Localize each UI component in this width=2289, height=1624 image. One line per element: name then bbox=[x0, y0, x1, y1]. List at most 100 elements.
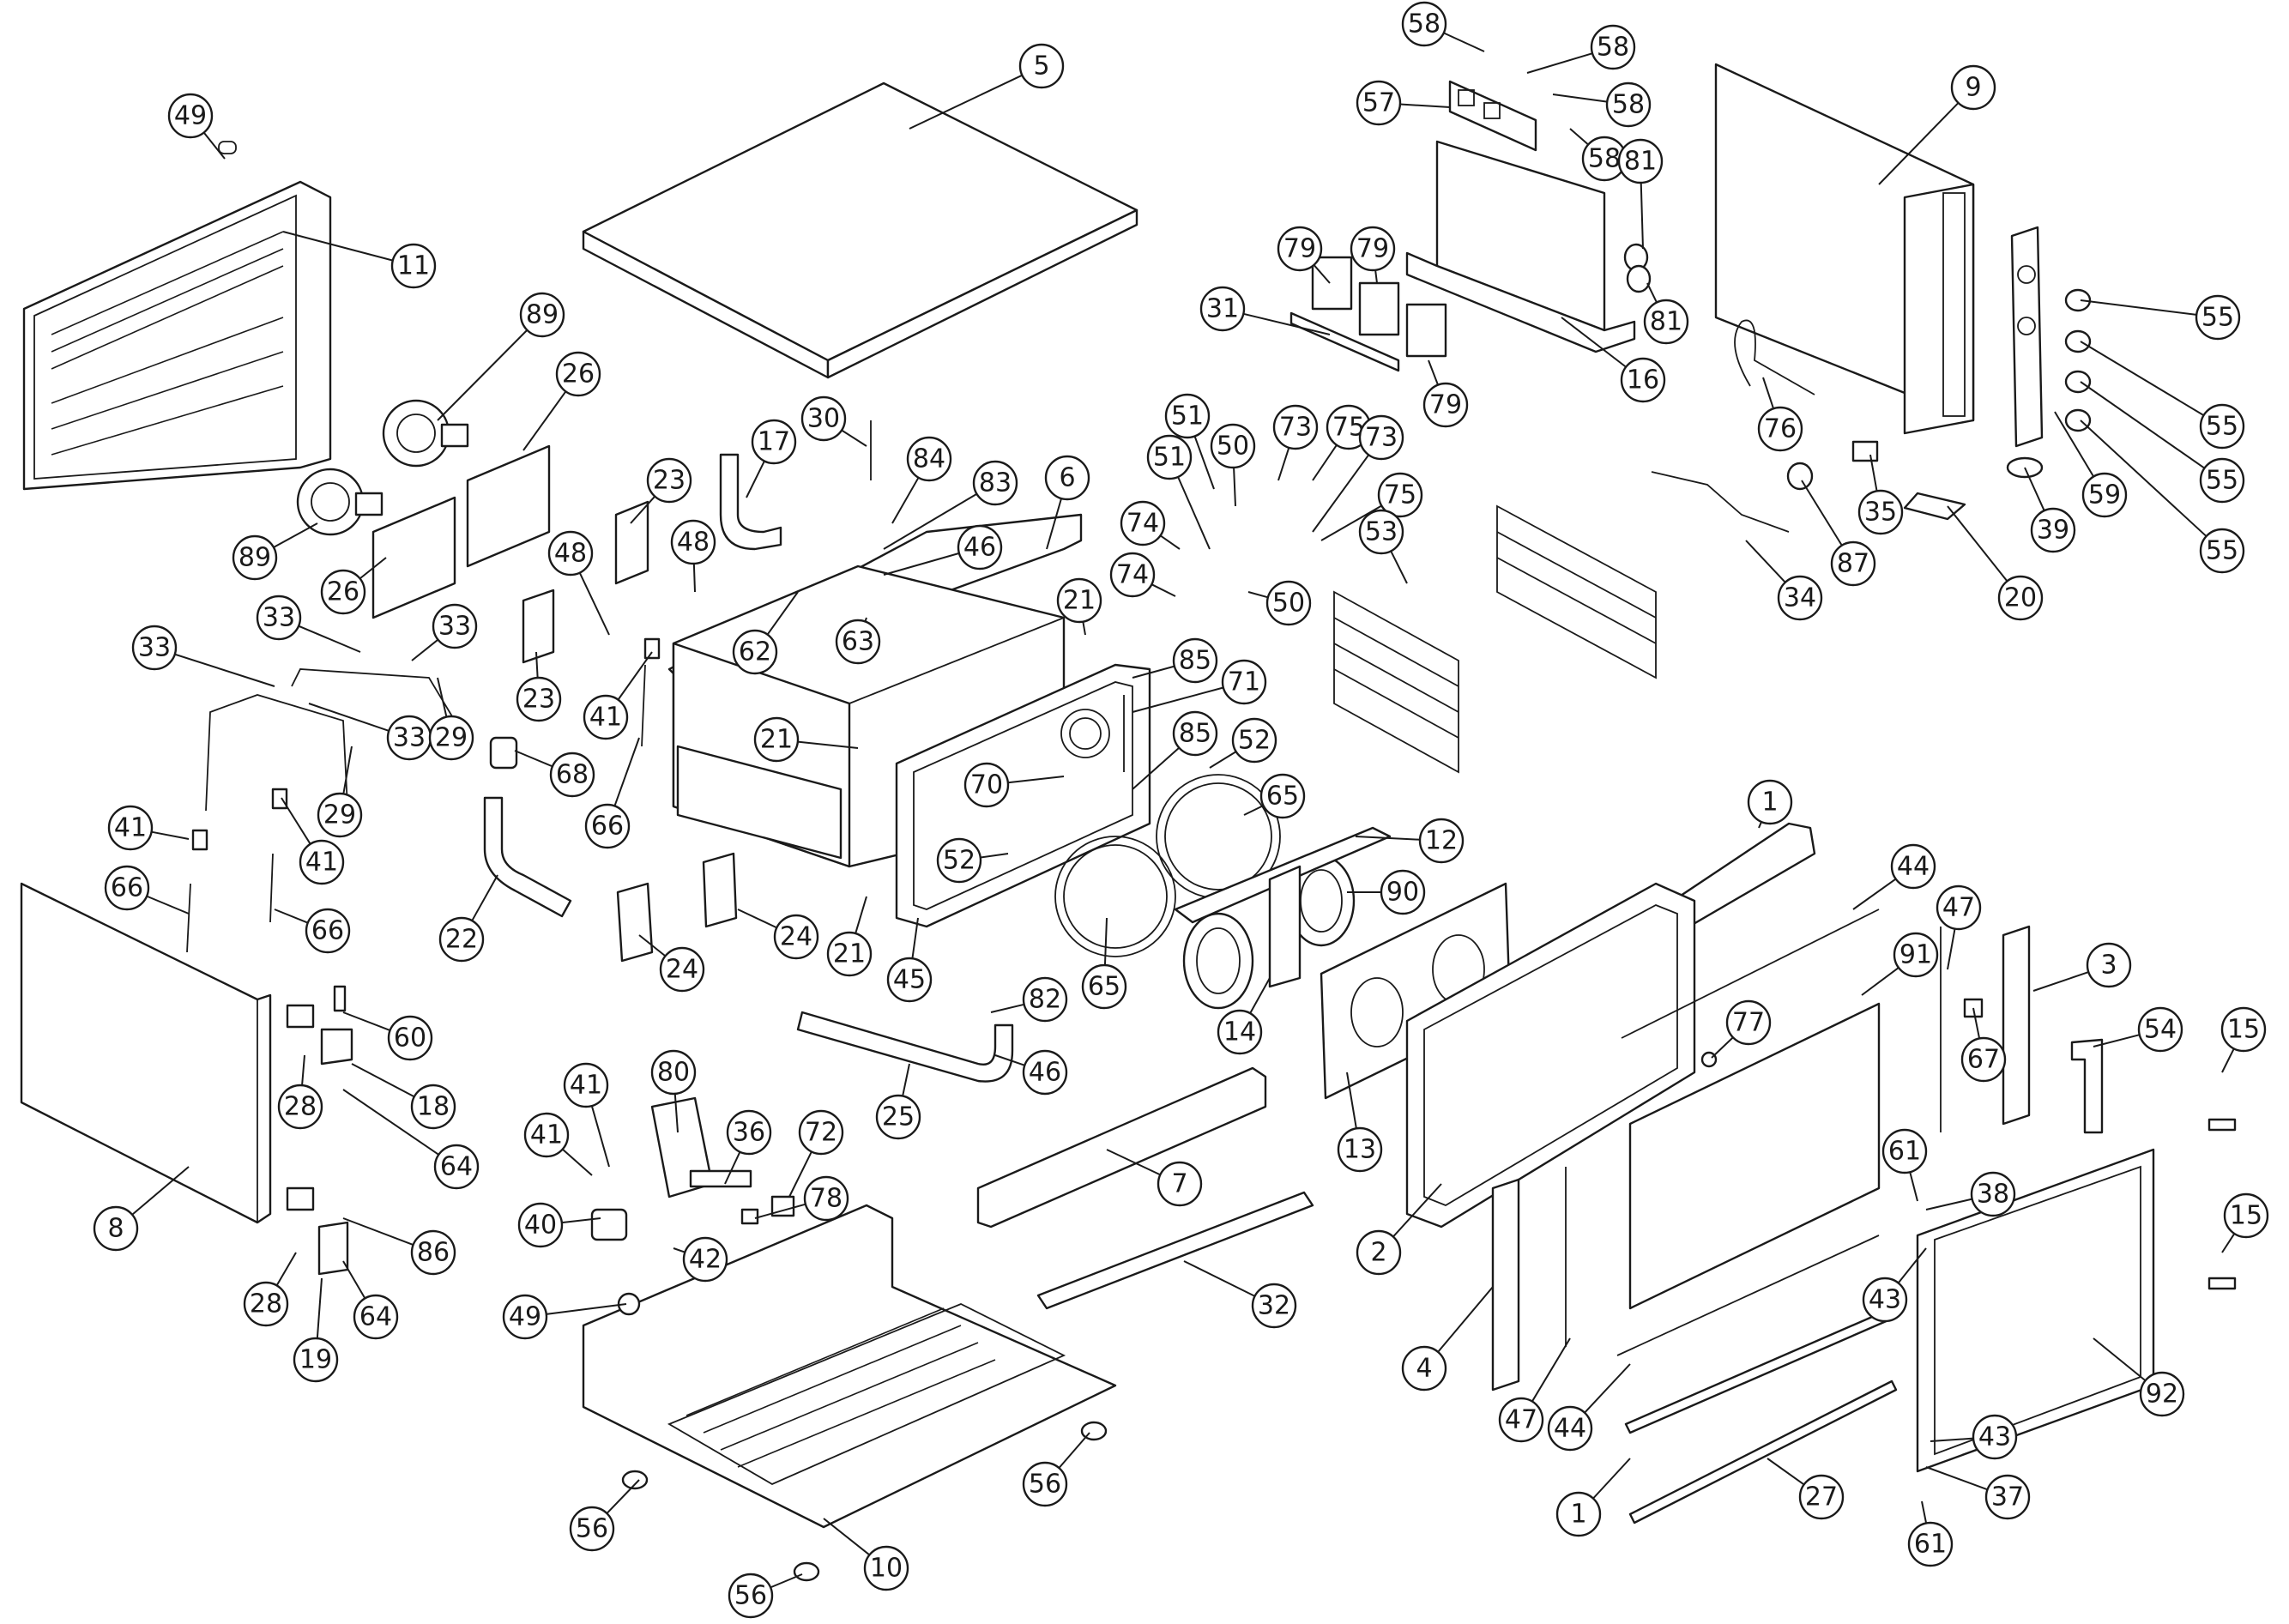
callout-circle bbox=[131, 625, 178, 671]
callout-23: 23 bbox=[646, 457, 692, 504]
callout-number: 56 bbox=[1029, 1470, 1061, 1500]
callout-58: 58 bbox=[1605, 82, 1652, 128]
callout-number: 55 bbox=[2206, 412, 2238, 442]
callout-circle bbox=[1422, 382, 1469, 428]
leader-line-15 bbox=[2221, 1233, 2236, 1253]
callout-58: 58 bbox=[1581, 136, 1628, 182]
callout-number: 51 bbox=[1153, 443, 1186, 473]
callout-46: 46 bbox=[1022, 1049, 1068, 1096]
leader-line-33 bbox=[411, 638, 439, 661]
callout-number: 18 bbox=[417, 1092, 450, 1122]
callout-circle bbox=[1272, 404, 1319, 450]
callout-circle bbox=[1830, 540, 1876, 587]
callout-number: 81 bbox=[1650, 307, 1682, 337]
leader-line-46 bbox=[994, 1054, 1025, 1066]
callout-7: 7 bbox=[1157, 1161, 1203, 1207]
callout-circle bbox=[167, 93, 214, 139]
leader-line-32 bbox=[1183, 1260, 1256, 1297]
callout-1: 1 bbox=[1747, 779, 1793, 825]
part-fitting-c bbox=[643, 637, 661, 660]
callout-circle bbox=[299, 839, 345, 885]
callout-number: 90 bbox=[1386, 878, 1419, 908]
part-din-rail bbox=[1289, 311, 1400, 372]
callout-26: 26 bbox=[320, 569, 366, 615]
callout-circle bbox=[563, 1062, 609, 1108]
callout-16: 16 bbox=[1620, 357, 1666, 403]
part-latch bbox=[1851, 440, 1879, 462]
part-hinge-pin-upper bbox=[2207, 1118, 2237, 1132]
callout-circle bbox=[1259, 773, 1306, 819]
leader-line-57 bbox=[1399, 103, 1451, 108]
part-switch bbox=[770, 1195, 795, 1217]
part-hinge-pin-lower bbox=[2207, 1277, 2237, 1290]
callout-number: 60 bbox=[394, 1023, 426, 1053]
callout-circle bbox=[256, 595, 302, 641]
part-cover-plate bbox=[1903, 492, 1966, 521]
callout-41: 41 bbox=[523, 1112, 570, 1158]
callout-number: 64 bbox=[440, 1152, 473, 1182]
callout-number: 44 bbox=[1554, 1414, 1586, 1444]
callout-89: 89 bbox=[232, 534, 278, 581]
callout-circle bbox=[1164, 393, 1211, 439]
part-foot-a bbox=[621, 1470, 649, 1490]
leader-line-85 bbox=[1132, 665, 1175, 679]
callout-circle bbox=[1747, 779, 1793, 825]
callout-circle bbox=[1157, 1161, 1203, 1207]
callout-number: 13 bbox=[1344, 1135, 1376, 1165]
leader-line-51 bbox=[1193, 436, 1215, 490]
leader-line-68 bbox=[514, 750, 553, 768]
callout-55: 55 bbox=[2199, 403, 2245, 450]
callout-circle bbox=[1401, 1, 1447, 47]
leader-line-48 bbox=[692, 563, 696, 593]
callout-number: 71 bbox=[1228, 667, 1260, 697]
callout-80: 80 bbox=[650, 1049, 697, 1096]
leader-line-84 bbox=[891, 477, 920, 524]
part-base-pan bbox=[582, 1204, 1117, 1529]
callout-90: 90 bbox=[1380, 869, 1426, 915]
leader-line-41 bbox=[281, 797, 311, 845]
callout-20: 20 bbox=[1997, 575, 2044, 621]
leader-line-59 bbox=[2054, 411, 2095, 478]
callout-circle bbox=[1555, 1491, 1602, 1537]
leader-line-23 bbox=[630, 495, 656, 524]
callout-55: 55 bbox=[2195, 294, 2241, 341]
callout-number: 41 bbox=[570, 1071, 602, 1101]
callout-76: 76 bbox=[1757, 406, 1803, 452]
callout-number: 15 bbox=[2230, 1201, 2262, 1231]
leader-line-81 bbox=[1640, 182, 1644, 250]
callout-75: 75 bbox=[1377, 472, 1423, 518]
leader-line-21 bbox=[1082, 621, 1086, 636]
callout-circle bbox=[1984, 1474, 2031, 1520]
callout-number: 37 bbox=[1991, 1482, 2024, 1512]
callout-number: 26 bbox=[562, 359, 595, 389]
leader-line-61 bbox=[1909, 1171, 1918, 1202]
callout-83: 83 bbox=[972, 460, 1018, 506]
part-gasket-upper bbox=[1621, 909, 1880, 1039]
callout-circle bbox=[549, 752, 595, 798]
callout-number: 10 bbox=[870, 1554, 903, 1584]
callout-62: 62 bbox=[732, 629, 778, 675]
callout-circle bbox=[670, 519, 716, 565]
leader-line-3 bbox=[2032, 971, 2089, 992]
part-knob-lower bbox=[1626, 264, 1652, 293]
leader-line-41 bbox=[590, 1105, 610, 1168]
leader-line-5 bbox=[909, 74, 1023, 130]
callout-circle bbox=[410, 1229, 456, 1276]
leader-line-26 bbox=[522, 390, 567, 451]
callout-circle bbox=[1358, 509, 1404, 555]
callout-circle bbox=[305, 908, 351, 954]
callout-number: 63 bbox=[842, 627, 874, 657]
part-control-board bbox=[1448, 80, 1537, 152]
callout-number: 65 bbox=[1088, 972, 1120, 1002]
callout-number: 2 bbox=[1370, 1238, 1386, 1268]
callout-circle bbox=[1777, 575, 1823, 621]
callout-number: 56 bbox=[734, 1581, 767, 1611]
callout-circle bbox=[387, 1015, 433, 1061]
callout-number: 73 bbox=[1365, 423, 1398, 453]
callout-24: 24 bbox=[773, 914, 819, 960]
leader-line-65 bbox=[1243, 805, 1264, 816]
callout-64: 64 bbox=[433, 1144, 480, 1190]
callout-78: 78 bbox=[803, 1175, 849, 1222]
callout-number: 34 bbox=[1784, 583, 1816, 613]
